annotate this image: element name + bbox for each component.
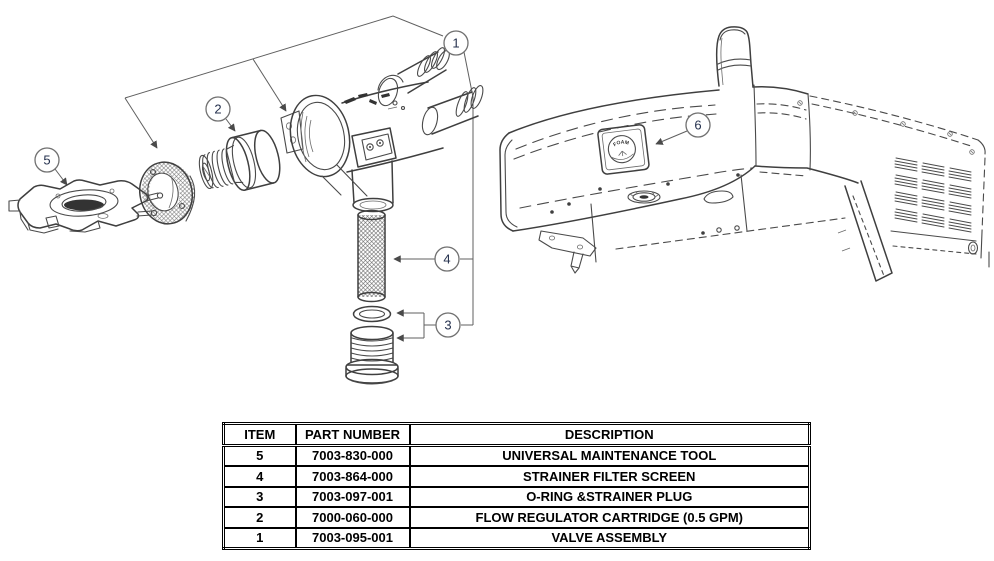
table-row: 3 7003-097-001 O-RING &STRAINER PLUG bbox=[222, 485, 811, 508]
part-number-cell: 7003-097-001 bbox=[294, 485, 411, 508]
flow-regulator-cartridge-drawing bbox=[198, 129, 281, 192]
spout-drawing bbox=[716, 26, 754, 88]
svg-text:6: 6 bbox=[694, 118, 701, 133]
dial-label: FOAM bbox=[612, 139, 630, 149]
description-cell: UNIVERSAL MAINTENANCE TOOL bbox=[408, 444, 811, 467]
description-cell: STRAINER FILTER SCREEN bbox=[408, 465, 811, 488]
part-number-cell: 7000-060-000 bbox=[294, 506, 411, 529]
leader-lines bbox=[54, 15, 474, 342]
callout-2: 2 bbox=[205, 96, 231, 122]
machine-housing-drawing: FOAM 6 bbox=[499, 26, 990, 282]
strainer-plug-drawing bbox=[345, 325, 399, 385]
table-row: 1 7003-095-001 VALVE ASSEMBLY bbox=[222, 526, 811, 550]
underside-drawing bbox=[538, 173, 893, 282]
svg-text:5: 5 bbox=[43, 153, 50, 168]
part-number-cell: 7003-864-000 bbox=[294, 465, 411, 488]
callout-1: 1 bbox=[443, 30, 469, 56]
callout-3: 3 bbox=[435, 312, 461, 338]
o-ring-drawing bbox=[352, 305, 392, 323]
item-cell: 1 bbox=[222, 526, 297, 550]
svg-text:4: 4 bbox=[443, 252, 450, 267]
table-row: 4 7003-864-000 STRAINER FILTER SCREEN bbox=[222, 465, 811, 488]
foam-dial-drawing: FOAM bbox=[597, 124, 650, 175]
table-row: 2 7000-060-000 FLOW REGULATOR CARTRIDGE … bbox=[222, 506, 811, 529]
callout-4: 4 bbox=[434, 246, 460, 272]
part-number-cell: 7003-095-001 bbox=[294, 526, 411, 550]
strainer-filter-screen-drawing bbox=[357, 209, 386, 303]
valve-body-drawing bbox=[280, 47, 484, 213]
exploded-view-diagram: 1 2 3 4 5 bbox=[8, 15, 484, 385]
part-number-cell: 7003-830-000 bbox=[294, 444, 411, 467]
description-cell: VALVE ASSEMBLY bbox=[408, 526, 811, 550]
col-header-description: DESCRIPTION bbox=[408, 422, 811, 447]
svg-text:FOAM: FOAM bbox=[612, 139, 630, 149]
vent-louvers bbox=[894, 157, 972, 233]
table-row: 5 7003-830-000 UNIVERSAL MAINTENANCE TOO… bbox=[222, 444, 811, 467]
svg-text:3: 3 bbox=[444, 318, 451, 333]
callout-6: 6 bbox=[685, 112, 711, 138]
description-cell: O-RING &STRAINER PLUG bbox=[408, 485, 811, 508]
svg-text:1: 1 bbox=[452, 36, 459, 51]
table-header-row: ITEM PART NUMBER DESCRIPTION bbox=[222, 422, 811, 447]
item-cell: 4 bbox=[222, 465, 297, 488]
item-cell: 5 bbox=[222, 444, 297, 467]
item-cell: 3 bbox=[222, 485, 297, 508]
col-header-item: ITEM bbox=[222, 422, 297, 447]
description-cell: FLOW REGULATOR CARTRIDGE (0.5 GPM) bbox=[408, 506, 811, 529]
figure-panel: 1 2 3 4 5 bbox=[8, 15, 990, 385]
side-panel-drawing bbox=[797, 95, 990, 268]
item-cell: 2 bbox=[222, 506, 297, 529]
callout-5: 5 bbox=[34, 147, 60, 173]
col-header-part-number: PART NUMBER bbox=[294, 422, 411, 447]
retaining-ring-drawing bbox=[139, 161, 196, 225]
parts-table: ITEM PART NUMBER DESCRIPTION 5 7003-830-… bbox=[222, 422, 811, 550]
svg-text:2: 2 bbox=[214, 102, 221, 117]
